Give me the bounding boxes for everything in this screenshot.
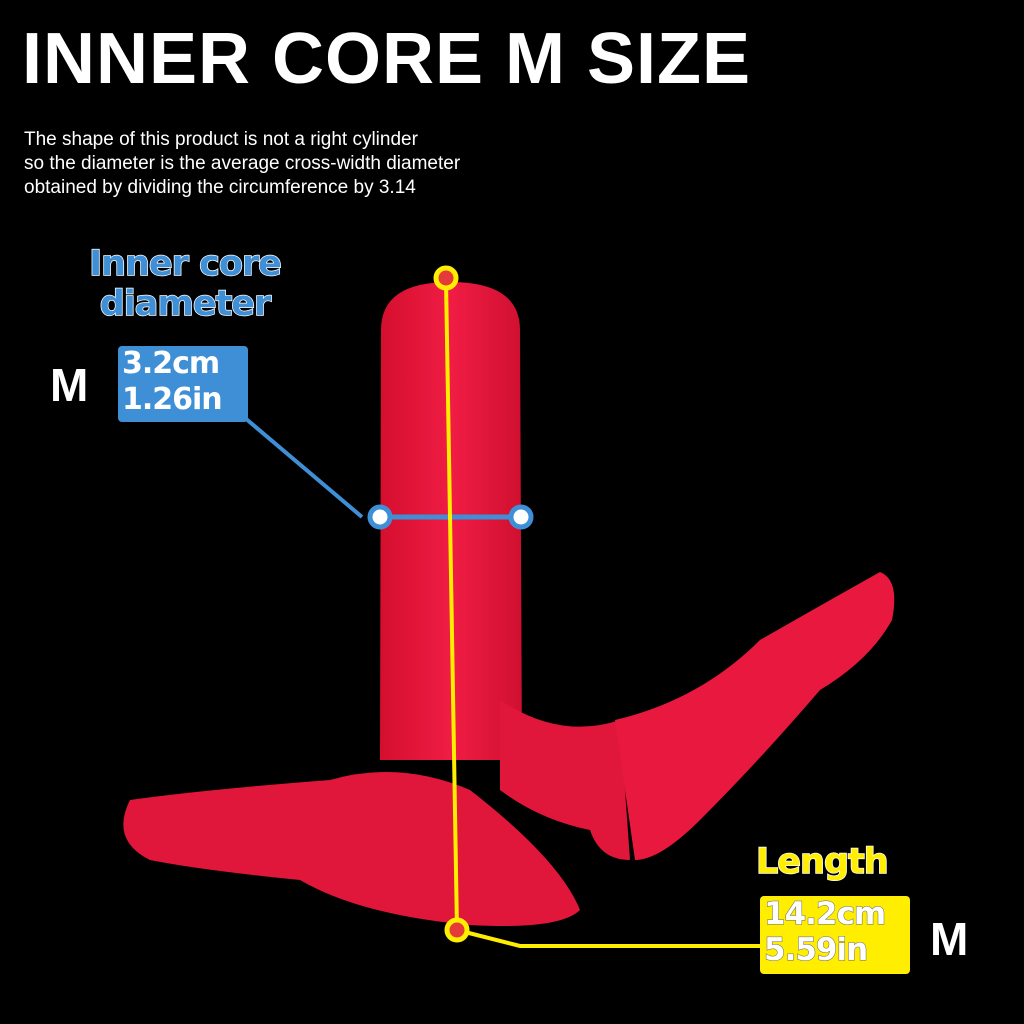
page-title: INNER CORE M SIZE xyxy=(22,19,752,99)
diameter-leader-line xyxy=(243,416,364,519)
diameter-label-line: Inner core xyxy=(88,243,282,285)
product-right-arm xyxy=(500,700,630,860)
product-right-tip xyxy=(615,572,895,860)
length-leader-line xyxy=(456,928,762,948)
diameter-cm: 3.2cm xyxy=(122,346,220,381)
description-line: The shape of this product is not a right… xyxy=(24,129,418,150)
diameter-in: 1.26in xyxy=(122,382,223,417)
diameter-size-label: M xyxy=(50,359,89,411)
length-value-box: 14.2cm 5.59in xyxy=(760,896,910,974)
length-size-label: M xyxy=(930,913,969,965)
product-left-wing xyxy=(123,772,581,926)
length-measure-line xyxy=(444,279,459,931)
diameter-left-marker xyxy=(367,504,393,530)
length-label: Length xyxy=(755,841,889,883)
description-line: obtained by dividing the circumference b… xyxy=(24,177,416,198)
length-in: 5.59in xyxy=(764,932,869,969)
diameter-label-line: diameter xyxy=(99,283,272,325)
description: The shape of this product is not a right… xyxy=(24,128,644,200)
length-cm: 14.2cm xyxy=(764,896,887,933)
diameter-value-box: 3.2cm 1.26in xyxy=(118,346,248,422)
diameter-label: Inner core diameter xyxy=(70,243,300,325)
diameter-right-marker xyxy=(508,504,534,530)
length-top-marker xyxy=(433,265,459,291)
description-line: so the diameter is the average cross-wid… xyxy=(24,153,461,174)
length-bottom-marker xyxy=(444,917,470,943)
